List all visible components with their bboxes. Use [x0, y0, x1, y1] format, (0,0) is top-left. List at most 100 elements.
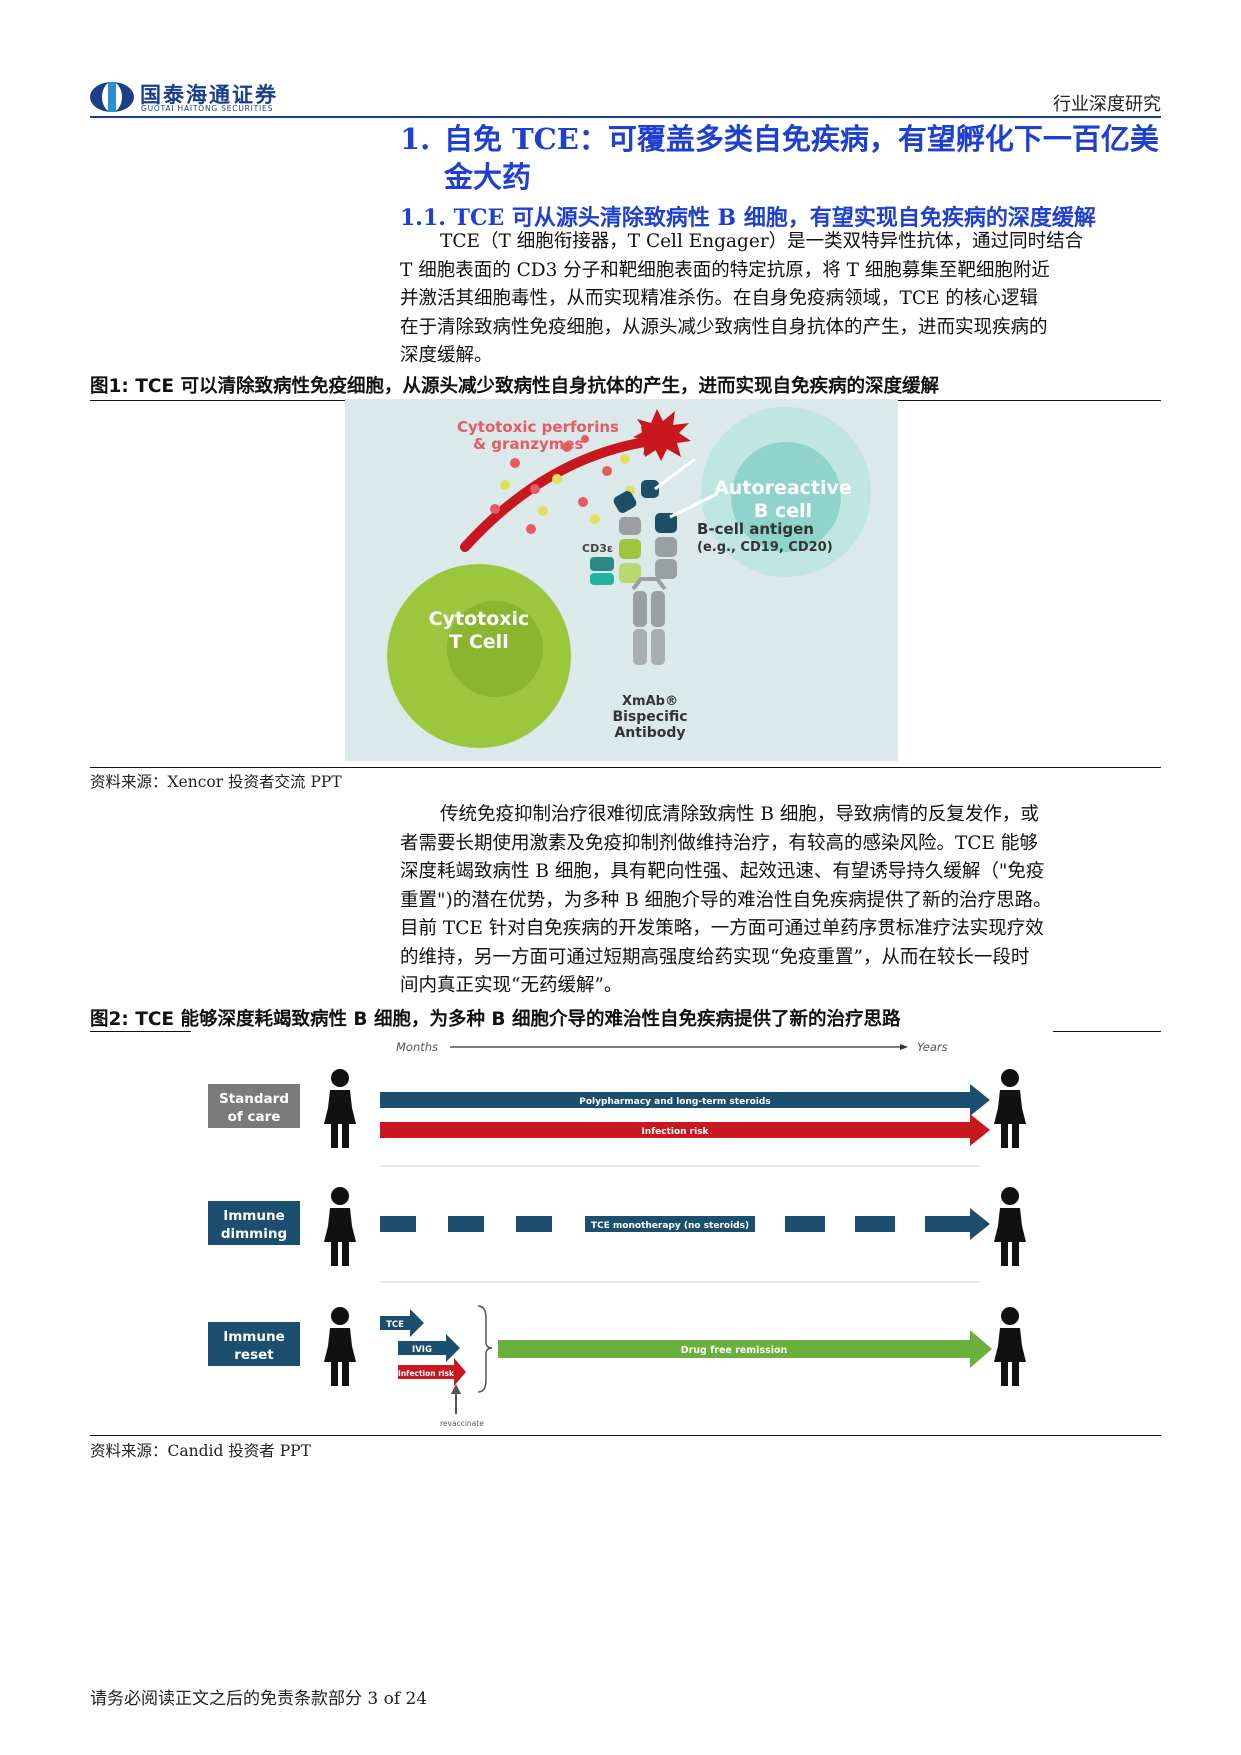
- row-2-arrowhead: [970, 1208, 990, 1240]
- timeline-arrowhead: [900, 1044, 908, 1050]
- row-3-arrowhead: [970, 1330, 992, 1368]
- revaccinate-label: revaccinate: [440, 1419, 484, 1428]
- figure-1-bottom-rule: [90, 767, 1161, 768]
- antigen-binding-domain: [641, 480, 659, 498]
- row-3-ivig-arrowhead: [446, 1334, 460, 1362]
- paragraph-line: 传统免疫抑制治疗很难彻底清除致病性 B 细胞，导致病情的反复发作，或: [440, 804, 1039, 825]
- page-footer: 请务必阅读正文之后的免责条款部分 3 of 24: [90, 1689, 428, 1709]
- xmab-label-1: XmAb®: [622, 694, 678, 709]
- row-3-ivig-label: IVIG: [412, 1345, 432, 1355]
- granule: [526, 524, 536, 534]
- row-2-dashed-arrow: [380, 1208, 990, 1240]
- figure-2-top-rule-left: [90, 1031, 191, 1032]
- row-3-arrow: [498, 1340, 970, 1358]
- row-3-label-1: Immune: [223, 1329, 285, 1345]
- timeline-months: Months: [396, 1040, 438, 1054]
- fc-domain: [633, 629, 647, 665]
- row-1-arrow-2: [380, 1122, 970, 1138]
- figure-1-source: 资料来源：Xencor 投资者交流 PPT: [90, 773, 342, 791]
- row-3-label-2: reset: [234, 1347, 274, 1363]
- patient-icon: [994, 1069, 1026, 1148]
- row-2-label-box: [208, 1201, 300, 1245]
- row-3-infection-arrow: [398, 1365, 454, 1379]
- cytotoxic-arrow: [460, 437, 650, 552]
- perforin-label-2: & granzymes: [473, 435, 584, 453]
- antigen-stem: [669, 492, 718, 519]
- lysis-burst-icon: [633, 409, 691, 461]
- figure-2-top-rule-right: [1053, 1031, 1161, 1032]
- fab-arm: [655, 537, 677, 557]
- report-type: 行业深度研究: [1053, 94, 1161, 115]
- row-1-arrow-1-label: Polypharmacy and long-term steroids: [579, 1097, 770, 1107]
- dash: [448, 1216, 484, 1232]
- paragraph-line: 者需要长期使用激素及免疫抑制剂做维持治疗，有较高的感染风险。TCE 能够: [400, 832, 1038, 854]
- antigen-binding-domain: [613, 491, 637, 513]
- row-3-ivig-arrow: [398, 1341, 446, 1355]
- paragraph-line: 重置")的潜在优势，为多种 B 细胞介导的难治性自免疾病提供了新的治疗思路。: [400, 889, 1052, 911]
- granule: [530, 484, 540, 494]
- paragraph-line: 目前 TCE 针对自免疾病的开发策略，一方面可通过单药序贯标准疗法实现疗效: [400, 918, 1044, 939]
- fab-arm: [619, 517, 641, 535]
- dash: [855, 1216, 895, 1232]
- granule: [490, 504, 500, 514]
- dash: [585, 1216, 755, 1232]
- section-title: 1.自免 TCE：可覆盖多类自免疾病，有望孵化下一百亿美 金大药: [400, 120, 1170, 196]
- b-cell-nucleus: [731, 442, 841, 552]
- dash: [516, 1216, 552, 1232]
- figure-2-source: 资料来源：Candid 投资者 PPT: [90, 1442, 311, 1460]
- row-2-label-2: dimming: [221, 1226, 287, 1242]
- paragraph-line: 间内真正实现“无药缓解”。: [400, 975, 623, 996]
- paragraph-line: 深度耗竭致病性 B 细胞，具有靶向性强、起效迅速、有望诱导持久缓解（"免疫: [400, 861, 1045, 882]
- granule: [500, 480, 510, 490]
- paragraph-line: 在于清除致病性免疫细胞，从源头减少致病性自身抗体的产生，进而实现疾病的: [400, 316, 1048, 338]
- row-3-infection-arrowhead: [454, 1358, 466, 1386]
- t-cell-label-2: T Cell: [449, 631, 508, 653]
- dash: [380, 1216, 416, 1232]
- dash: [925, 1216, 970, 1232]
- hinge: [631, 577, 667, 591]
- perforin-label-1: Cytotoxic perforins: [457, 418, 619, 436]
- row-1-label-1: Standard: [219, 1091, 289, 1107]
- row-3-tce-arrow: [380, 1316, 410, 1330]
- b-cell-label-2: B cell: [754, 500, 812, 522]
- row-3-arrow-label: Drug free remission: [681, 1345, 788, 1356]
- row-1-arrowhead-2: [970, 1114, 990, 1146]
- cd3-label: CD3ε: [582, 542, 613, 555]
- granule: [510, 458, 520, 468]
- figure-2-diagram: Months Years Standard of care Polypharma…: [208, 1040, 1026, 1428]
- patient-icon: [994, 1187, 1026, 1266]
- granule: [590, 514, 600, 524]
- figure-2-title: 图2: TCE 能够深度耗竭致病性 B 细胞，为多种 B 细胞介导的难治性自免疾…: [90, 1009, 901, 1030]
- patient-sick-icon: [324, 1307, 356, 1386]
- granule: [552, 474, 562, 484]
- paragraph-line: 深度缓解。: [400, 345, 493, 366]
- paragraph-2: 传统免疫抑制治疗很难彻底清除致病性 B 细胞，导致病情的反复发作，或 者需要长期…: [400, 801, 1162, 1001]
- row-1-label-box: [208, 1084, 300, 1128]
- b-cell-label-1: Autoreactive: [714, 477, 852, 499]
- sub-section-title: 1.1. TCE 可从源头清除致病性 B 细胞，有望实现自免疾病的深度缓解: [400, 205, 1096, 231]
- paragraph-line: TCE（T 细胞衔接器，T Cell Engager）是一类双特异性抗体，通过同…: [440, 231, 1084, 252]
- row-1-arrowhead-1: [970, 1084, 990, 1116]
- logo-text-en: GUOTAI HAITONG SECURITIES: [141, 104, 274, 113]
- row-3-brace: [477, 1305, 493, 1393]
- fab-arm: [619, 563, 641, 583]
- row-1-label-2: of care: [228, 1109, 281, 1125]
- fab-arm: [655, 559, 677, 579]
- fab-arm: [619, 539, 641, 559]
- xmab-label-2: Bispecific: [612, 709, 687, 725]
- row-3-tce-label: TCE: [386, 1320, 404, 1330]
- paragraph-line: 的维持，另一方面可通过短期高强度给药实现“免疫重置”，从而在较长一段时: [400, 946, 1030, 968]
- antigen-label-2: (e.g., CD19, CD20): [697, 540, 833, 555]
- bispecific-antibody: [590, 480, 677, 665]
- patient-well-icon: [994, 1307, 1026, 1386]
- row-2-arrow-label: TCE monotherapy (no steroids): [591, 1221, 749, 1231]
- t-cell-nucleus: [447, 601, 543, 697]
- row-3-label-box: [208, 1322, 300, 1366]
- granule: [538, 506, 548, 516]
- antigen-stem: [654, 457, 696, 491]
- fc-domain: [633, 591, 647, 627]
- fab-arm: [655, 513, 677, 533]
- t-cell-label-1: Cytotoxic: [429, 608, 530, 630]
- xmab-label-3: Antibody: [614, 725, 685, 741]
- figure-2-bottom-rule: [90, 1435, 1161, 1436]
